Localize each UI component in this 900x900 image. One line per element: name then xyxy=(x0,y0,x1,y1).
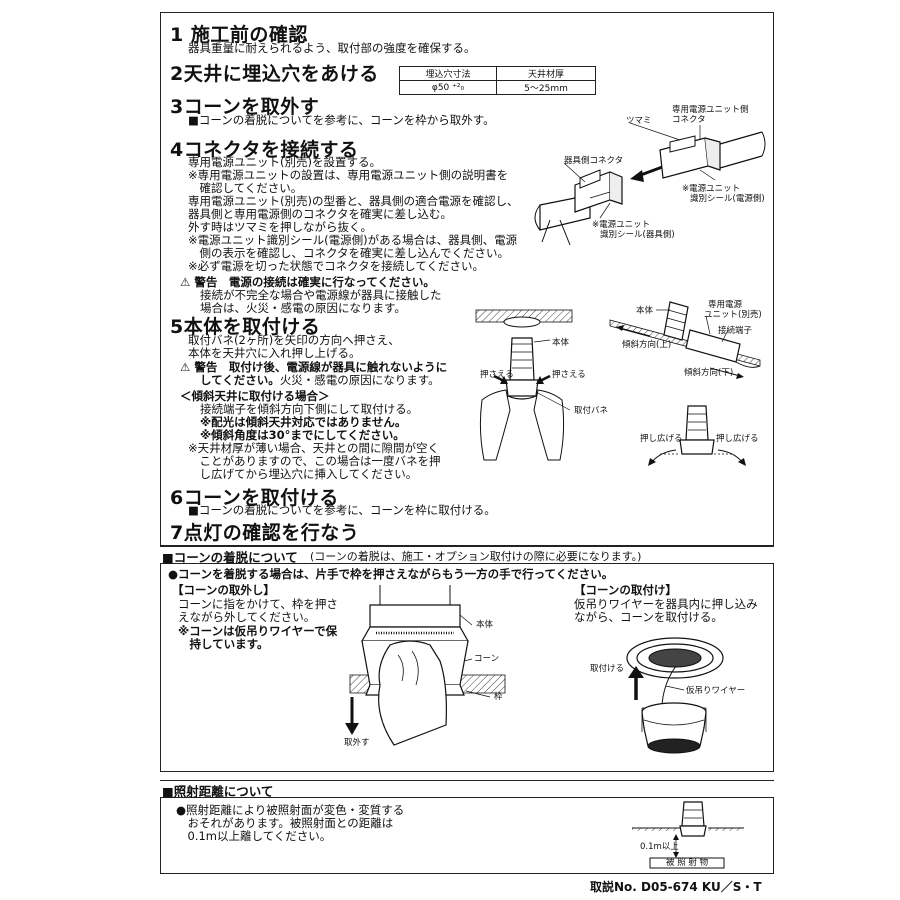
step-3-text: ■コーンの着脱についてを参考に、コーンを枠から取外す。 xyxy=(188,113,495,127)
cone-section-note: (コーンの着脱は、施工・オプション取付けの際に必要になります。) xyxy=(310,550,642,563)
label-slope-unit-1: 専用電源 xyxy=(708,300,743,310)
connector-diagram xyxy=(534,122,766,246)
distance-section-band: ■照射距離について xyxy=(160,780,774,799)
label-fixture-connector: 器具側コネクタ xyxy=(564,156,624,166)
label-cone-frame: 枠 xyxy=(494,692,503,702)
label-sticker-power-2: 識別シール(電源側) xyxy=(690,194,765,204)
label-install-body: 本体 xyxy=(552,338,570,348)
spec-value-hole: φ50 ⁺²₀ xyxy=(399,80,497,95)
label-surface: 被 照 射 物 xyxy=(666,858,709,868)
step-5-line-1: 取付バネ(2ヶ所)を矢印の方向へ押さえ、 xyxy=(188,333,400,347)
label-unit-connector: 専用電源ユニット側 xyxy=(672,105,749,115)
step-6-text: ■コーンの着脱についてを参考に、コーンを枠に取付ける。 xyxy=(188,503,496,517)
distance-diagram xyxy=(632,801,744,869)
label-wire: 仮吊りワイヤー xyxy=(686,686,746,696)
label-spread-left: 押し広げる xyxy=(640,434,683,444)
step-4-line-7: ※電源ユニット識別シール(電源側)がある場合は、器具側、電源 xyxy=(188,233,518,247)
cone-attach-line-2: ながら、コーンを取付ける。 xyxy=(574,610,723,624)
cone-remove-diagram xyxy=(345,585,506,746)
step-4-line-3: 確認してください。 xyxy=(188,181,303,195)
step-5-heading: 5本体を取付ける xyxy=(170,316,321,338)
step-5-note-3: し広げてから埋込穴に挿入してください。 xyxy=(188,467,418,481)
spec-table: 埋込穴寸法 天井材厚 φ50 ⁺²₀ 5〜25mm xyxy=(399,66,596,95)
step-5-slope-bold-1: ※配光は傾斜天井対応ではありません。 xyxy=(200,415,407,429)
spec-header-hole: 埋込穴寸法 xyxy=(399,66,497,81)
spec-value-thickness: 5〜25mm xyxy=(496,80,596,95)
cone-section-title: ■コーンの着脱について xyxy=(162,550,298,565)
label-knob: ツマミ xyxy=(626,116,652,126)
label-spread-right: 押し広げる xyxy=(716,434,759,444)
step-5-warning-line-2: してください。火災・感電の原因になります。 xyxy=(200,373,440,387)
install-diagram xyxy=(475,309,573,461)
label-slope-terminal: 接続端子 xyxy=(718,326,753,336)
label-push-left: 押さえる xyxy=(480,370,514,380)
cone-attach-diagram xyxy=(626,637,724,754)
step-5-slope-title: ＜傾斜天井に取付ける場合＞ xyxy=(180,389,330,403)
distance-line-1: ●照射距離により被照射面が変色・変質する xyxy=(176,803,405,817)
step-4-warning-line-2: 場合は、火災・感電の原因になります。 xyxy=(200,301,406,315)
footer-doc-number: 取説No. D05-674 KU／S・T xyxy=(590,880,762,894)
label-sticker-fixture-2: 識別シール(器具側) xyxy=(600,230,675,240)
cone-remove-title: 【コーンの取外し】 xyxy=(172,583,275,597)
step-4-line-9: ※必ず電源を切った状態でコネクタを接続してください。 xyxy=(188,259,484,273)
label-unit-connector-2: コネクタ xyxy=(672,115,706,125)
step-4-line-1: 専用電源ユニット(別売)を設置する。 xyxy=(188,155,381,169)
cone-instruction: ●コーンを着脱する場合は、片手で枠を押さえながらもう一方の手で行ってください。 xyxy=(168,567,614,581)
label-distance: 0.1m以上 xyxy=(640,842,679,852)
cone-remove-bold-2: 持しています。 xyxy=(178,637,269,651)
label-sticker-power-1: ※電源ユニット xyxy=(682,184,741,194)
spread-diagram xyxy=(648,405,746,466)
label-sticker-fixture-1: ※電源ユニット xyxy=(592,220,651,230)
step-4-line-4: 専用電源ユニット(別売)の型番と、器具側の適合電源を確認し、 xyxy=(188,194,519,208)
label-slope-body: 本体 xyxy=(636,306,654,316)
distance-section-title: ■照射距離について xyxy=(162,784,274,799)
step-2-heading: 2天井に埋込穴をあける xyxy=(170,63,379,85)
label-spring: 取付バネ xyxy=(574,406,609,416)
step-1-text: 器具重量に耐えられるよう、取付部の強度を確保する。 xyxy=(188,41,476,55)
main-frame xyxy=(160,12,774,546)
label-push-right: 押さえる xyxy=(552,370,586,380)
step-4-line-2: ※専用電源ユニットの設置は、専用電源ユニット側の説明書を xyxy=(188,168,509,182)
warning-icon: ⚠ xyxy=(180,360,191,374)
cone-remove-line-1: コーンに指をかけて、枠を押さ xyxy=(178,597,338,611)
slope-diagram xyxy=(609,301,761,379)
step-1-heading: 1 施工前の確認 xyxy=(170,24,308,46)
label-cone: コーン xyxy=(474,654,500,664)
step-5-warning: ⚠ 警告 取付け後、電源線が器具に触れないように xyxy=(180,360,448,374)
step-5-slope-bold-2: ※傾斜角度は30°までにしてください。 xyxy=(200,428,405,442)
cone-section-band: ■コーンの着脱について (コーンの着脱は、施工・オプション取付けの際に必要になり… xyxy=(160,546,774,565)
step-5-note-2: ことがありますので、この場合は一度バネを押 xyxy=(188,454,441,468)
step-7-heading: 7点灯の確認を行なう xyxy=(170,522,360,544)
step-6-heading: 6コーンを取付ける xyxy=(170,487,339,509)
cone-remove-bold-1: ※コーンは仮吊りワイヤーで保 xyxy=(178,624,338,638)
warning-icon: ⚠ xyxy=(180,275,191,289)
step-4-line-6: 外す時はツマミを押しながら抜く。 xyxy=(188,220,372,234)
label-slope-up: 傾斜方向(上) xyxy=(622,340,672,350)
step-4-line-5: 器具側と専用電源側のコネクタを確実に差し込む。 xyxy=(188,207,453,221)
step-4-warning: ⚠ 警告 電源の接続は確実に行なってください。 xyxy=(180,275,435,289)
label-attach: 取付ける xyxy=(590,664,625,674)
step-5-note-1: ※天井材厚が薄い場合、天井との間に隙間が空く xyxy=(188,441,440,455)
step-4-heading: 4コネクタを接続する xyxy=(170,139,359,161)
label-cone-body: 本体 xyxy=(476,620,494,630)
cone-remove-line-2: えながら外してください。 xyxy=(178,610,316,624)
cone-attach-title: 【コーンの取付け】 xyxy=(574,583,677,597)
distance-line-3: 0.1m以上離してください。 xyxy=(176,829,332,843)
step-5-line-2: 本体を天井穴に入れ押し上げる。 xyxy=(188,346,361,360)
spec-header-thickness: 天井材厚 xyxy=(496,66,596,81)
step-5-slope-line: 接続端子を傾斜方向下側にして取付ける。 xyxy=(200,402,419,416)
distance-line-2: おそれがあります。被照射面との距離は xyxy=(176,816,394,830)
step-3-heading: 3コーンを取外す xyxy=(170,96,320,118)
cone-attach-line-1: 仮吊りワイヤーを器具内に押し込み xyxy=(574,597,758,611)
step-4-line-8: 側の表示を確認し、コネクタを確実に差し込んでください。 xyxy=(188,246,509,260)
label-slope-down: 傾斜方向(下) xyxy=(684,368,734,378)
step-4-warning-line-1: 接続が不完全な場合や電源線が器具に接触した xyxy=(200,288,442,302)
label-remove: 取外す xyxy=(344,738,370,748)
label-slope-unit-2: ユニット(別売) xyxy=(704,310,762,320)
